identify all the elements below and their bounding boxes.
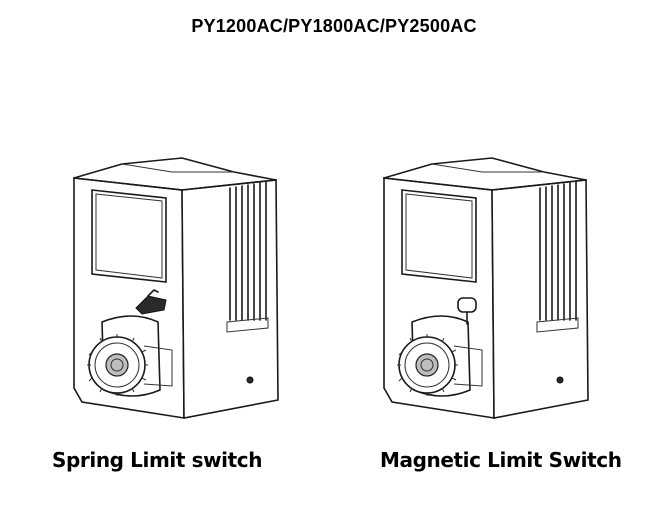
drive-gear (397, 315, 483, 397)
motor-magnetic-limit-illustration (383, 157, 589, 419)
spring-limit-switch (135, 289, 167, 315)
drive-gear (87, 315, 173, 397)
cooling-fins (226, 181, 269, 333)
cooling-fins (536, 181, 579, 333)
motor-spring-limit-illustration (73, 157, 279, 419)
spring-limit-caption: Spring Limit switch (52, 448, 263, 472)
screw-icon (246, 376, 254, 384)
screw-icon (556, 376, 564, 384)
magnetic-limit-caption: Magnetic Limit Switch (380, 448, 622, 472)
magnetic-limit-switch (457, 297, 477, 325)
page-title: PY1200AC/PY1800AC/PY2500AC (191, 16, 477, 36)
